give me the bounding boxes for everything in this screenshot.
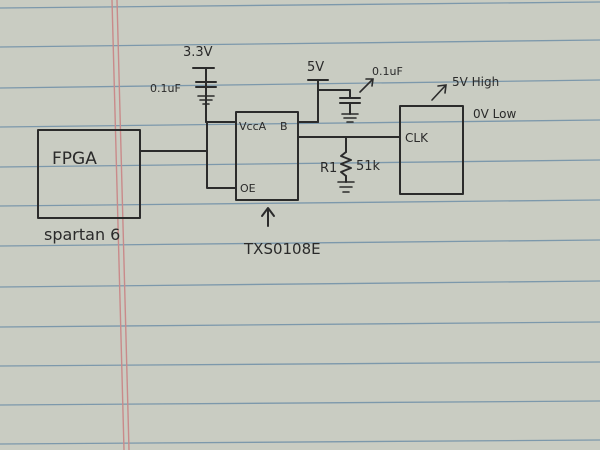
clock-box	[399, 105, 464, 195]
pin-oe-label: OE	[240, 182, 256, 195]
clock-block: CLK 5V High 0V Low	[399, 75, 516, 195]
translator-chip: VccA B OE TXS0108E	[235, 111, 321, 258]
clock-note-low: 0V Low	[473, 107, 516, 121]
supply-5v-label: 5V	[307, 60, 324, 75]
pulldown-resistor: R1 51k	[320, 136, 381, 193]
resistor-name: R1	[320, 161, 337, 176]
fpga-sublabel: spartan 6	[44, 225, 120, 244]
cap-5v-label: 0.1uF	[372, 65, 403, 78]
supply-3v3: 3.3V 0.1uF	[150, 45, 237, 189]
part-arrow-head	[261, 207, 275, 217]
cap-3v3-label: 0.1uF	[150, 82, 181, 95]
clock-note-high: 5V High	[452, 75, 499, 89]
supply-5v: 5V 0.1uF	[297, 60, 403, 123]
fpga-box	[37, 129, 141, 219]
clk-pin-label: CLK	[405, 131, 429, 145]
margin-lines	[111, 0, 130, 450]
translator-box	[235, 111, 299, 201]
resistor-symbol	[340, 151, 352, 177]
pin-vcca-label: VccA	[239, 120, 267, 133]
fpga-label: FPGA	[52, 149, 97, 169]
pin-b-label: B	[280, 120, 288, 133]
fpga-block: FPGA spartan 6	[37, 129, 141, 244]
part-label: TXS0108E	[243, 240, 321, 258]
resistor-value: 51k	[356, 159, 381, 174]
supply-3v3-label: 3.3V	[183, 45, 213, 60]
